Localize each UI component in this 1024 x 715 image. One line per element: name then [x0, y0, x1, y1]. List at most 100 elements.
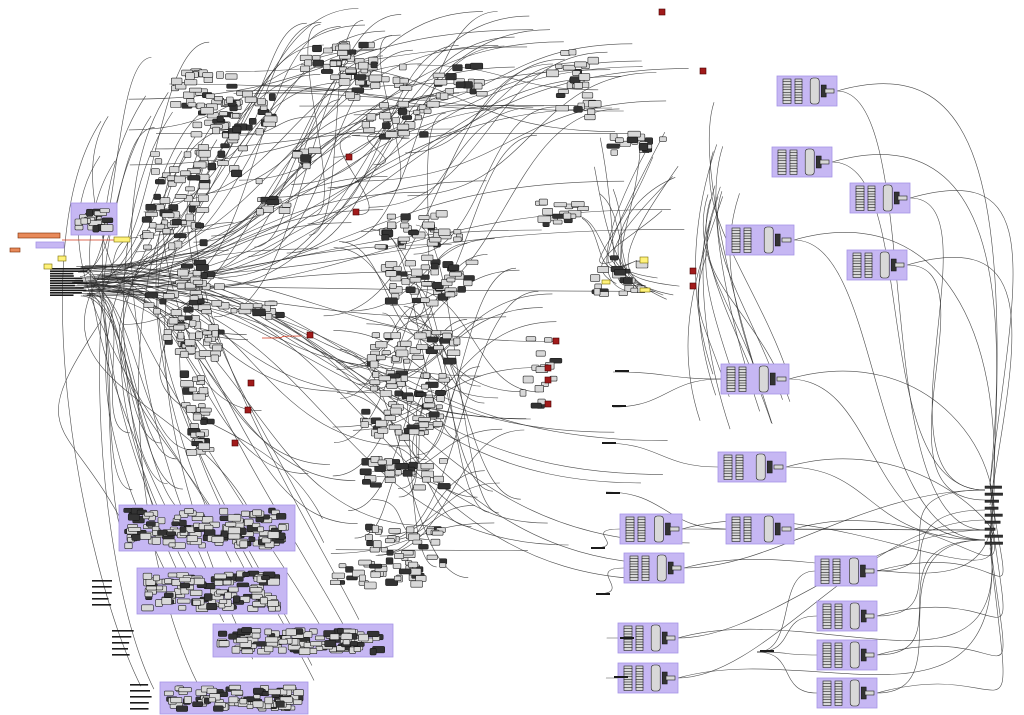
component-node[interactable] [430, 538, 441, 546]
component-node[interactable] [159, 298, 167, 305]
merge-node[interactable] [804, 148, 815, 176]
component-node[interactable] [369, 648, 377, 656]
component-node[interactable] [329, 579, 341, 586]
fan-block[interactable] [822, 602, 875, 630]
input-node[interactable] [623, 646, 633, 651]
component-node[interactable] [310, 641, 323, 647]
component-node[interactable] [204, 529, 216, 536]
component-node[interactable] [538, 198, 548, 206]
component-node[interactable] [400, 222, 410, 229]
component-node[interactable] [406, 395, 415, 402]
component-node[interactable] [159, 197, 171, 204]
component-node[interactable] [444, 88, 454, 95]
component-node[interactable] [168, 317, 179, 325]
panel-yellow[interactable] [113, 236, 131, 243]
component-node[interactable] [174, 514, 182, 520]
component-cluster[interactable] [546, 49, 602, 121]
component-node[interactable] [394, 552, 404, 559]
component-node[interactable] [367, 41, 375, 49]
output-stub[interactable] [984, 534, 1003, 538]
component-node[interactable] [366, 354, 377, 362]
component-node[interactable] [153, 574, 160, 582]
component-node[interactable] [204, 524, 214, 531]
component-node[interactable] [358, 41, 369, 49]
component-node[interactable] [449, 271, 462, 277]
component-node[interactable] [211, 300, 223, 307]
component-node[interactable] [574, 61, 587, 68]
component-node[interactable] [337, 627, 344, 634]
component-node[interactable] [371, 332, 381, 339]
merge-node[interactable] [879, 251, 890, 279]
component-node[interactable] [195, 222, 205, 229]
component-node[interactable] [519, 389, 527, 397]
component-node[interactable] [183, 91, 195, 99]
merge-node[interactable] [656, 554, 667, 582]
component-node[interactable] [264, 696, 273, 705]
component-node[interactable] [143, 302, 155, 308]
merge-node[interactable] [849, 602, 860, 630]
component-node[interactable] [163, 328, 173, 336]
component-node[interactable] [186, 404, 197, 413]
component-node[interactable] [124, 542, 133, 549]
component-node[interactable] [179, 370, 190, 378]
component-node[interactable] [420, 264, 430, 271]
output-panel[interactable] [689, 267, 697, 275]
component-node[interactable] [399, 85, 413, 91]
fan-block[interactable] [623, 664, 676, 692]
input-node[interactable] [629, 576, 639, 581]
component-node[interactable] [738, 387, 747, 392]
component-node[interactable] [131, 534, 141, 541]
component-node[interactable] [144, 591, 153, 598]
output-node[interactable] [864, 652, 875, 658]
component-node[interactable] [380, 547, 389, 553]
component-node[interactable] [146, 521, 156, 527]
component-node[interactable] [157, 517, 166, 525]
component-node[interactable] [252, 308, 266, 317]
component-node[interactable] [473, 82, 483, 90]
component-node[interactable] [251, 632, 261, 639]
input-bundle[interactable] [50, 268, 774, 710]
output-stub[interactable] [984, 541, 1003, 545]
component-cluster[interactable] [255, 178, 292, 216]
component-node[interactable] [572, 70, 581, 76]
component-node[interactable] [192, 701, 204, 707]
component-node[interactable] [453, 236, 462, 242]
component-node[interactable] [199, 239, 208, 247]
component-node[interactable] [204, 337, 213, 343]
component-node[interactable] [216, 71, 224, 79]
component-node[interactable] [268, 688, 281, 695]
component-node[interactable] [222, 132, 229, 139]
output-panel[interactable] [544, 376, 552, 384]
input-stub[interactable] [606, 492, 620, 494]
component-node[interactable] [227, 533, 241, 540]
input-node[interactable] [731, 249, 741, 253]
component-node[interactable] [218, 630, 228, 637]
component-node[interactable] [408, 230, 419, 236]
output-node[interactable] [665, 522, 671, 536]
component-node[interactable] [195, 331, 203, 339]
component-node[interactable] [400, 374, 408, 382]
component-node[interactable] [190, 131, 203, 138]
component-node[interactable] [446, 349, 461, 356]
component-node[interactable] [189, 295, 199, 301]
output-node[interactable] [864, 613, 875, 619]
component-node[interactable] [261, 691, 270, 697]
component-node[interactable] [329, 60, 338, 67]
output-node[interactable] [860, 564, 866, 578]
component-node[interactable] [275, 700, 285, 708]
component-node[interactable] [298, 647, 311, 656]
component-cluster[interactable] [123, 507, 289, 550]
output-stub[interactable] [984, 520, 1001, 524]
panel-yellow[interactable] [601, 279, 611, 285]
component-node[interactable] [230, 308, 238, 314]
component-node[interactable] [219, 111, 228, 117]
component-node[interactable] [535, 350, 546, 357]
component-node[interactable] [362, 479, 371, 485]
output-node[interactable] [864, 690, 875, 696]
component-node[interactable] [446, 277, 456, 283]
component-node[interactable] [252, 700, 264, 708]
component-node[interactable] [340, 633, 353, 640]
component-node[interactable] [418, 104, 427, 111]
merge-node[interactable] [882, 184, 893, 212]
component-node[interactable] [212, 126, 221, 135]
